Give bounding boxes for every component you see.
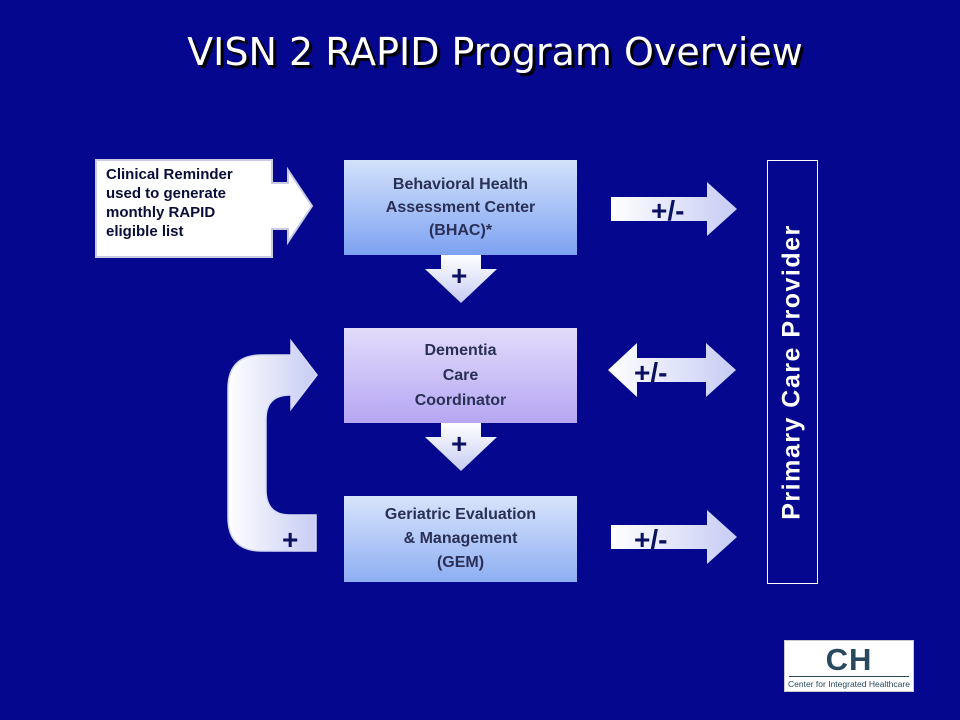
arrow-bhac-to-pcp (611, 182, 737, 236)
clinical-reminder-callout (95, 159, 314, 258)
primary-care-provider-label: Primary Care Provider (777, 224, 806, 520)
page-title: VISN 2 RAPID Program Overview (187, 30, 803, 74)
arrow-dcc-to-gem (425, 423, 497, 471)
bhac-to-dcc-label: + (451, 260, 468, 291)
loop-arrow-gem-to-dcc (227, 338, 318, 552)
reminder-line: monthly RAPID (106, 204, 216, 221)
gem-to-pcp-label: +/- (634, 524, 668, 555)
logo-divider (789, 676, 909, 677)
arrow-dcc-pcp-bidirectional (608, 343, 736, 397)
arrow-gem-to-pcp (611, 510, 737, 564)
loop-label: + (282, 524, 299, 555)
dcc-to-gem-label: + (451, 428, 468, 459)
dcc-line: Dementia (424, 342, 497, 359)
dcc-pcp-label: +/- (634, 357, 668, 388)
logo-mark: CH (825, 642, 873, 677)
clinical-reminder-text: Clinical Reminder used to generate month… (106, 165, 276, 241)
dcc-line: Coordinator (414, 392, 507, 409)
dcc-line: Care (442, 367, 479, 384)
bhac-line: Behavioral Health (392, 176, 529, 193)
gem-box: Geriatric Evaluation & Management (GEM) (344, 496, 577, 582)
arrow-bhac-to-dcc (425, 255, 497, 303)
bhac-to-pcp-label: +/- (651, 195, 685, 226)
gem-line: Geriatric Evaluation (384, 506, 537, 523)
reminder-line: eligible list (106, 223, 184, 240)
reminder-line: Clinical Reminder (106, 166, 233, 183)
gem-line: & Management (403, 530, 518, 547)
gem-line: (GEM) (436, 554, 485, 571)
cih-logo: CH Center for Integrated Healthcare (784, 640, 914, 692)
bhac-line: Assessment Center (385, 199, 536, 216)
bhac-box: Behavioral Health Assessment Center (BHA… (344, 160, 577, 255)
logo-subtitle: Center for Integrated Healthcare (788, 679, 910, 689)
primary-care-provider-box (767, 160, 818, 584)
dementia-care-coordinator-box: Dementia Care Coordinator (344, 328, 577, 423)
bhac-line: (BHAC)* (428, 222, 493, 239)
reminder-line: used to generate (106, 185, 227, 202)
